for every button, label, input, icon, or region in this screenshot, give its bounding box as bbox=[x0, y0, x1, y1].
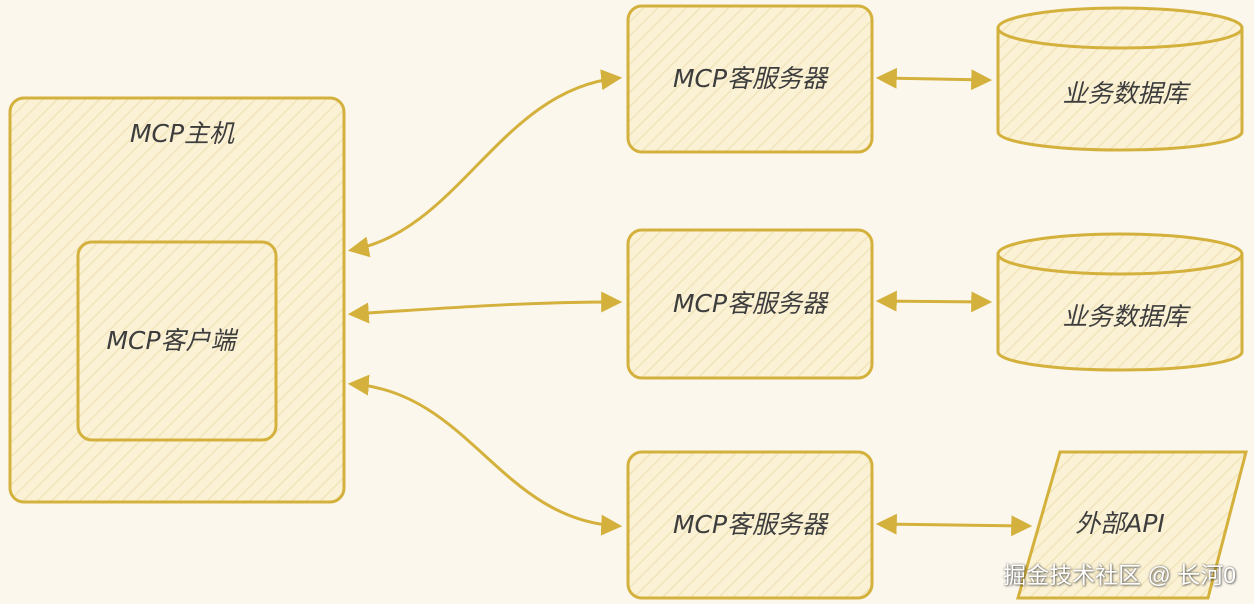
mcp-client-label: MCP客户端 bbox=[106, 326, 238, 355]
database-label-1: 业务数据库 bbox=[1062, 79, 1191, 108]
external-api-shape bbox=[1016, 450, 1248, 600]
database-cylinder-1 bbox=[996, 6, 1244, 152]
mcp-server-label-2: MCP客服务器 bbox=[673, 289, 829, 318]
mcp-server-box-1 bbox=[626, 4, 874, 154]
mcp-server-box-2 bbox=[626, 228, 874, 380]
database-label-2: 业务数据库 bbox=[1062, 302, 1191, 331]
connector-server-1-db-1 bbox=[875, 67, 993, 91]
mcp-client-box bbox=[76, 240, 278, 442]
connector-host-server-2 bbox=[347, 291, 623, 324]
connector-host-server-3 bbox=[347, 374, 623, 536]
mcp-host-label: MCP主机 bbox=[130, 119, 235, 148]
watermark-text: 掘金技术社区 @ 长河0 bbox=[1003, 562, 1236, 588]
external-api-label: 外部API bbox=[1075, 509, 1165, 538]
mcp-server-box-3 bbox=[626, 450, 874, 600]
connector-server-3-api bbox=[875, 513, 1033, 537]
connector-host-server-1 bbox=[347, 69, 623, 258]
database-cylinder-2 bbox=[996, 232, 1244, 372]
connector-server-2-db-2 bbox=[875, 290, 993, 313]
mcp-server-label-1: MCP客服务器 bbox=[673, 64, 829, 93]
mcp-server-label-3: MCP客服务器 bbox=[673, 510, 829, 539]
